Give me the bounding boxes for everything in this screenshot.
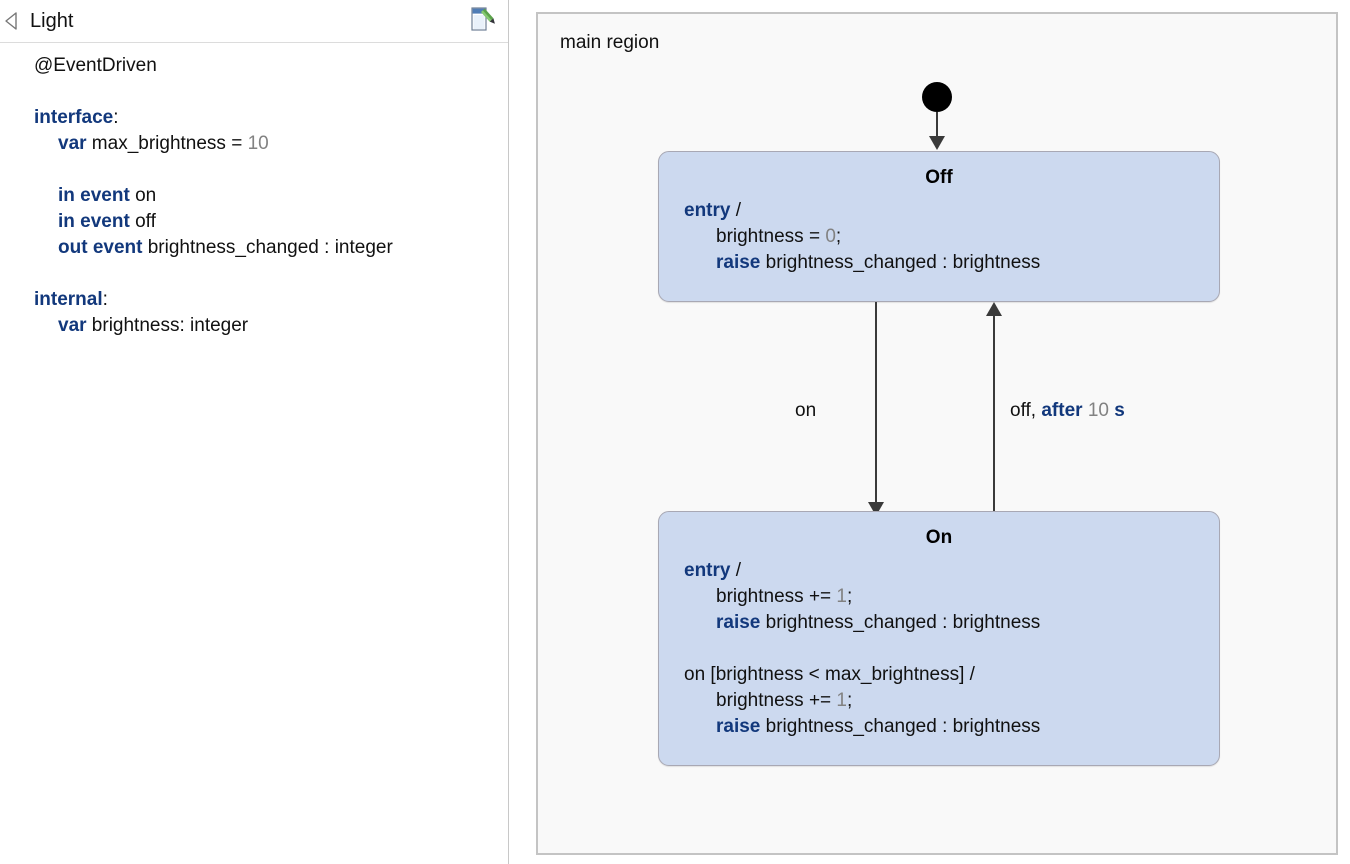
code-lines-container: interface:var max_brightness = 10 in eve… (0, 105, 508, 339)
state-node-off[interactable]: Off entry /brightness = 0;raise brightne… (658, 151, 1220, 302)
code-line (0, 261, 508, 287)
code-token: 10 (247, 133, 269, 154)
transition-label-token: after (1041, 400, 1083, 421)
code-annotation-line: @EventDriven (34, 55, 157, 76)
state-node-on[interactable]: On entry /brightness += 1;raise brightne… (658, 511, 1220, 766)
code-line: var max_brightness = 10 (0, 131, 508, 157)
code-token: entry (684, 200, 731, 221)
code-token: / (730, 560, 742, 581)
code-token: raise (716, 252, 761, 273)
transition-arrowhead-on-to-off (986, 302, 1002, 316)
code-line (684, 636, 1219, 662)
statechart-diagram-canvas[interactable]: main region Off entry /brightness = 0;ra… (536, 12, 1338, 855)
page-title: Light (30, 9, 74, 32)
code-token: var (58, 133, 87, 154)
transition-label-on-to-off-text: off, after 10 s (1010, 400, 1125, 421)
code-token: brightness_changed : brightness (760, 612, 1041, 633)
statechart-definition-panel: Light @EventDriven interface:var max_bri… (0, 0, 509, 864)
code-line: var brightness: integer (0, 313, 508, 339)
code-token: raise (716, 716, 761, 737)
transition-line-on-to-off[interactable] (993, 314, 995, 514)
code-blank-line (0, 79, 508, 105)
transition-label-token: 10 (1087, 400, 1109, 421)
code-token: brightness = (716, 226, 826, 247)
transition-line-off-to-on[interactable] (875, 302, 877, 515)
transition-label-off-to-on-text: on (795, 400, 816, 421)
code-token: entry (684, 560, 731, 581)
region-label: main region (560, 32, 660, 53)
transition-label-token: off, (1010, 400, 1042, 421)
code-line: brightness = 0; (684, 224, 1219, 250)
code-token: / (730, 200, 742, 221)
code-line: brightness += 1; (684, 584, 1219, 610)
state-body-off: entry /brightness = 0;raise brightness_c… (659, 198, 1219, 276)
code-line: in event on (0, 183, 508, 209)
initial-pseudostate-node[interactable] (922, 82, 952, 112)
code-line: out event brightness_changed : integer (0, 235, 508, 261)
transition-label-on-to-off: off, after 10 s (1010, 400, 1125, 422)
code-token: 0 (825, 226, 836, 247)
code-token: : (102, 289, 108, 310)
code-token: brightness += (716, 586, 837, 607)
code-token: max_brightness = (86, 133, 248, 154)
code-token: brightness_changed : brightness (760, 716, 1041, 737)
initial-transition-arrowhead (929, 136, 945, 150)
code-token: on (129, 185, 157, 206)
code-token: 1 (836, 690, 847, 711)
code-line: raise brightness_changed : brightness (684, 714, 1219, 740)
code-line: entry / (684, 198, 1219, 224)
transition-label-token: on (795, 400, 817, 421)
code-token: off (129, 211, 156, 232)
code-token: brightness += (716, 690, 837, 711)
code-token: raise (716, 612, 761, 633)
code-token: in event (58, 185, 130, 206)
state-name-off: Off (925, 167, 953, 188)
code-line: raise brightness_changed : brightness (684, 250, 1219, 276)
code-token: brightness_changed : brightness (760, 252, 1041, 273)
code-token: in event (58, 211, 130, 232)
code-token: brightness: integer (86, 315, 249, 336)
code-line: interface: (0, 105, 508, 131)
code-token: brightness_changed : integer (142, 237, 393, 258)
state-body-on: entry /brightness += 1;raise brightness_… (659, 558, 1219, 740)
code-token: ; (847, 690, 853, 711)
transition-label-off-to-on: on (795, 400, 816, 422)
code-line: raise brightness_changed : brightness (684, 610, 1219, 636)
code-token: out event (58, 237, 143, 258)
code-token: ; (835, 226, 842, 247)
collapse-left-triangle-icon[interactable] (0, 0, 22, 42)
transition-label-token: s (1114, 400, 1125, 421)
code-token: : (113, 107, 119, 128)
code-line: brightness += 1; (684, 688, 1219, 714)
panel-titlebar: Light (0, 0, 508, 43)
code-token: 1 (836, 586, 847, 607)
code-token: var (58, 315, 87, 336)
code-line: on [brightness < max_brightness] / (684, 662, 1219, 688)
initial-transition-line (936, 112, 938, 138)
statechart-source-code[interactable]: @EventDriven interface:var max_brightnes… (0, 43, 508, 339)
code-token: internal (34, 289, 103, 310)
code-line: entry / (684, 558, 1219, 584)
code-line (0, 157, 508, 183)
state-name-on: On (925, 527, 953, 548)
code-line: in event off (0, 209, 508, 235)
document-edit-icon[interactable] (466, 4, 500, 36)
code-token: interface (34, 107, 114, 128)
code-token: on [brightness < max_brightness] / (684, 664, 975, 685)
code-line: internal: (0, 287, 508, 313)
code-token: ; (847, 586, 853, 607)
